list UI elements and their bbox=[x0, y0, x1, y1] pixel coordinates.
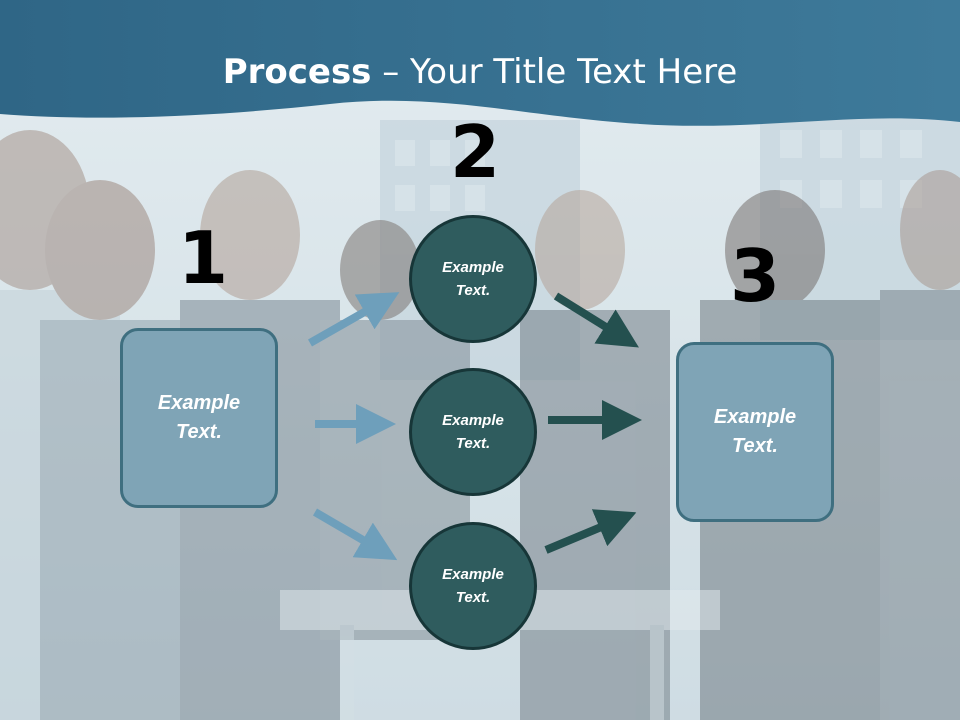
process-circle-3[interactable]: Example Text. bbox=[409, 522, 537, 650]
arrow-to-circle-3 bbox=[312, 508, 398, 561]
title-rest: – Your Title Text Here bbox=[371, 52, 738, 92]
step-number-2: 2 bbox=[450, 110, 501, 194]
left-box-line2: Text. bbox=[176, 421, 222, 443]
circle-2-line2: Text. bbox=[455, 435, 491, 452]
right-box-line2: Text. bbox=[732, 435, 778, 457]
left-box-line1: Example bbox=[157, 392, 241, 414]
arrow-to-circle-1 bbox=[308, 292, 400, 347]
slide-title: Process – Your Title Text Here bbox=[0, 52, 960, 92]
process-circle-1[interactable]: Example Text. bbox=[409, 215, 537, 343]
circle-2-line1: Example bbox=[442, 412, 504, 429]
right-text-box[interactable]: Example Text. bbox=[676, 342, 834, 522]
process-circle-2[interactable]: Example Text. bbox=[409, 368, 537, 496]
arrow-from-circle-3 bbox=[544, 509, 637, 554]
circle-1-line2: Text. bbox=[455, 282, 491, 299]
step-number-3: 3 bbox=[730, 234, 781, 318]
title-bold: Process bbox=[222, 52, 372, 92]
left-text-box[interactable]: Example Text. bbox=[120, 328, 278, 508]
circle-3-line2: Text. bbox=[455, 589, 491, 606]
step-number-1: 1 bbox=[178, 216, 229, 300]
circle-3-line1: Example bbox=[442, 566, 504, 583]
arrow-from-circle-1 bbox=[553, 292, 639, 348]
right-box-line1: Example bbox=[713, 406, 797, 428]
circle-1-line1: Example bbox=[442, 259, 504, 276]
